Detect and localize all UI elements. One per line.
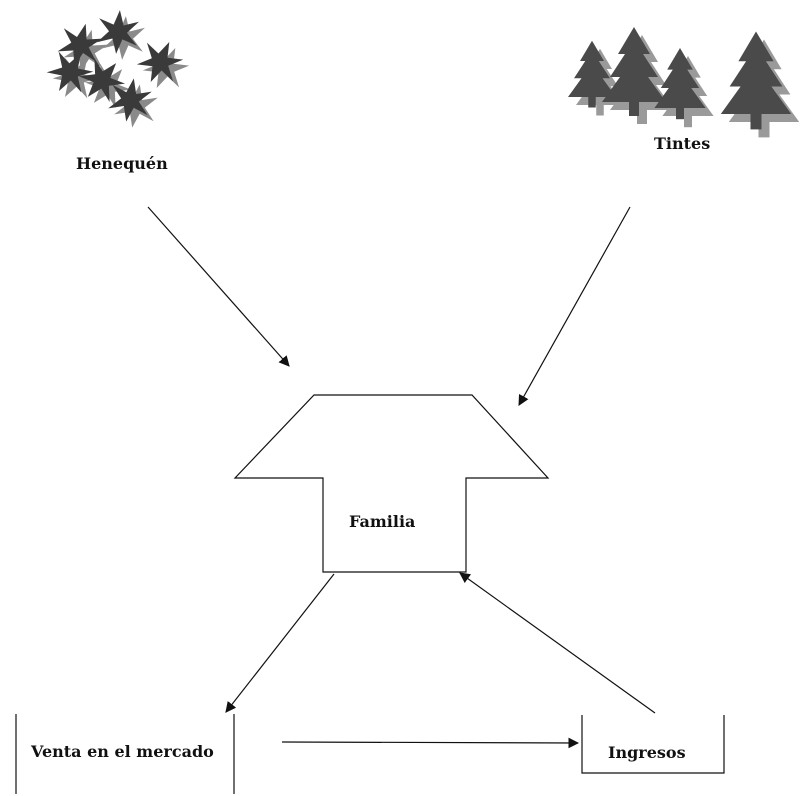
ingresos-label: Ingresos [608, 743, 686, 762]
ingresos-box [581, 715, 725, 774]
arrow-henequen-to-familia [147, 206, 290, 367]
pine-trees-icon [568, 27, 800, 138]
tintes-label: Tintes [654, 134, 711, 153]
arrow-ingresos-to-familia [459, 572, 656, 714]
arrow-familia-to-venta [225, 573, 335, 713]
henequen-label: Henequén [76, 154, 168, 173]
agave-plant-icon [41, 8, 194, 132]
venta-label: Venta en el mercado [31, 742, 214, 761]
arrow-venta-to-ingresos [281, 737, 580, 749]
arrow-tintes-to-familia [518, 206, 631, 406]
familia-label: Familia [349, 512, 416, 531]
familia-house-shape [233, 394, 550, 573]
